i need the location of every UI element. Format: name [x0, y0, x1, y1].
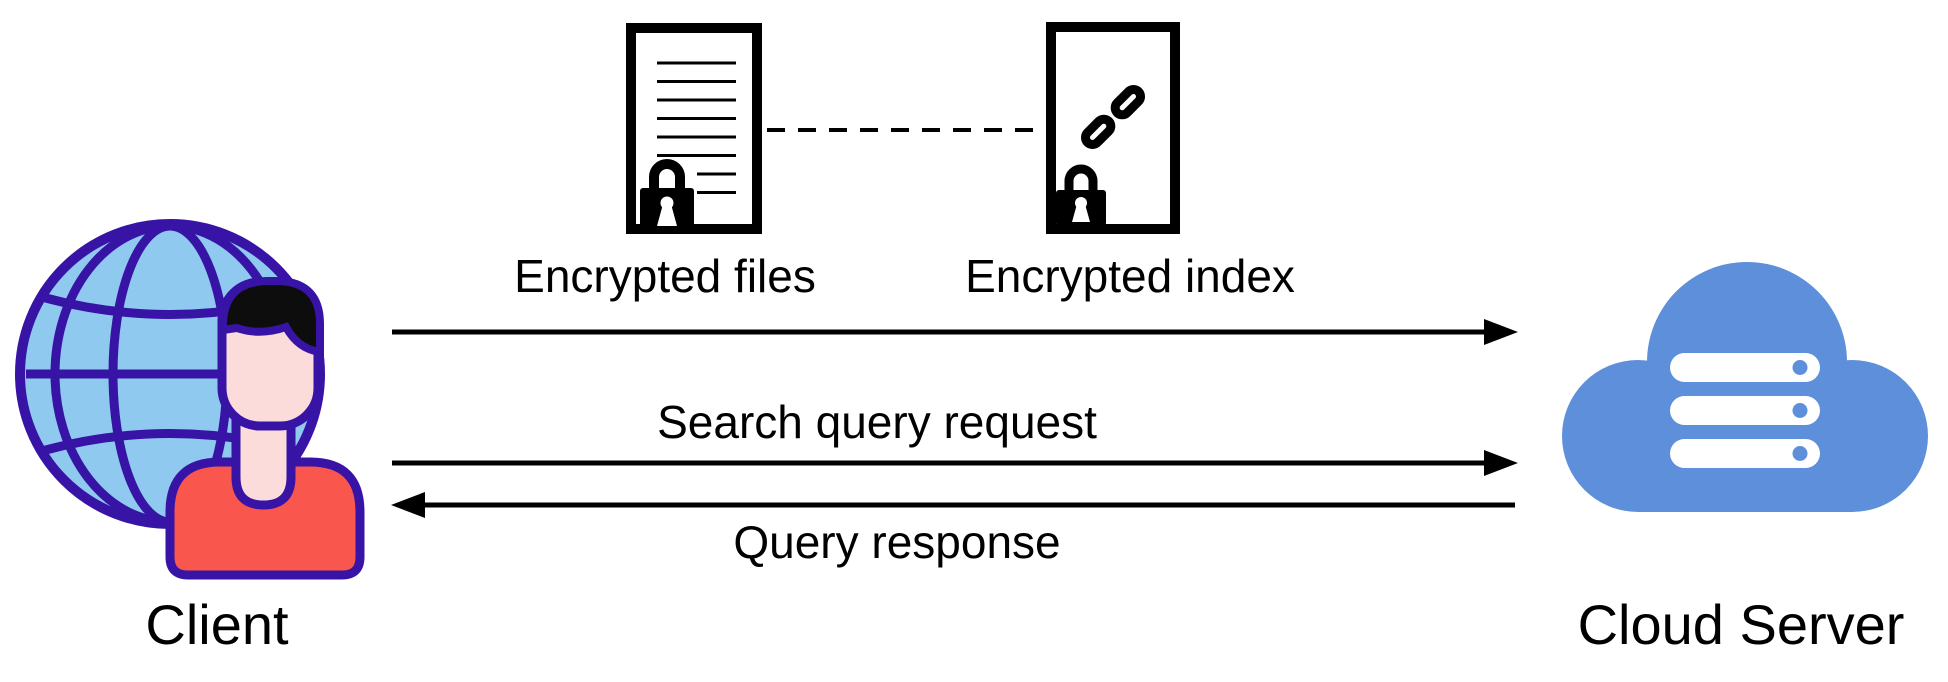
cloud-server-label: Cloud Server	[1577, 593, 1905, 656]
lock-icon	[1056, 164, 1106, 226]
cloud-icon	[1562, 262, 1928, 512]
user-hair	[218, 277, 324, 357]
lock-icon	[640, 159, 694, 228]
client-label: Client	[145, 593, 289, 656]
user-icon	[165, 277, 365, 580]
search-query-request-label: Search query request	[657, 396, 1097, 448]
cloud-server-icon	[1562, 262, 1928, 512]
query-response-arrow-left-icon	[391, 492, 1515, 518]
chain-link-icon	[1080, 84, 1146, 150]
server-rack-icon	[1670, 353, 1820, 468]
encrypted-files-icon	[626, 23, 762, 234]
encrypted-index-label: Encrypted index	[965, 250, 1295, 302]
query-response-label: Query response	[733, 516, 1061, 568]
client-icon	[15, 219, 365, 580]
user-neck	[231, 413, 296, 510]
encrypted-files-label: Encrypted files	[514, 250, 816, 302]
search-request-arrow-right-icon	[392, 450, 1518, 476]
outsource-arrow-right-icon	[392, 319, 1518, 345]
encrypted-index-icon	[1046, 22, 1180, 234]
document-text-lines	[657, 61, 736, 194]
